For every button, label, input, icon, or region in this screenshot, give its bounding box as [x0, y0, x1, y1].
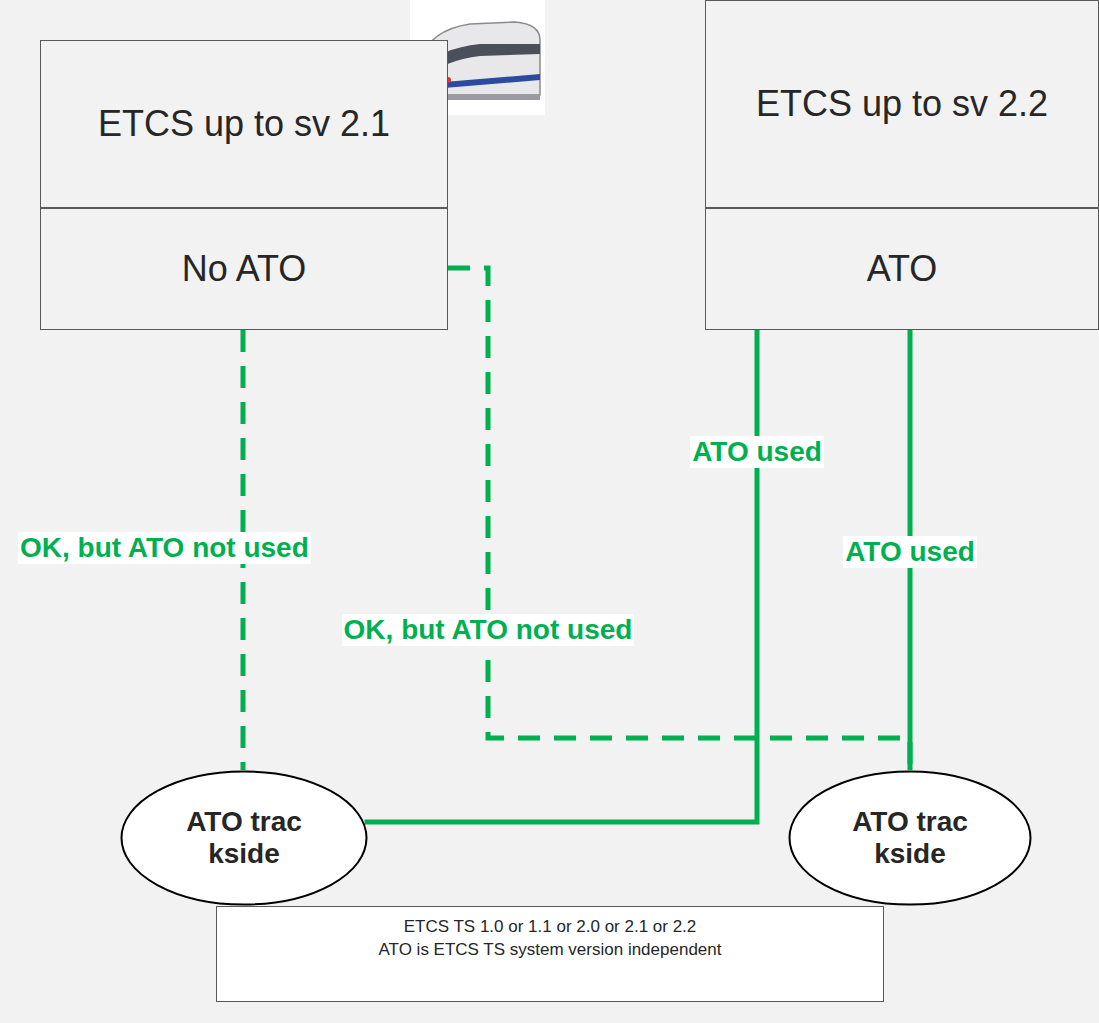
node-text: ATO — [867, 247, 938, 290]
edge-label: OK, but ATO not used — [342, 614, 635, 646]
node-text: ETCS TS 1.0 or 1.1 or 2.0 or 2.1 or 2.2 — [404, 917, 697, 937]
note-box: ETCS TS 1.0 or 1.1 or 2.0 or 2.1 or 2.2A… — [216, 906, 884, 1002]
solid-connector — [365, 330, 758, 822]
node-text: No ATO — [182, 247, 307, 290]
trackside-circle: ATO trackside — [120, 770, 368, 906]
node-text: ETCS up to sv 2.2 — [756, 82, 1048, 125]
node-text: ETCS up to sv 2.1 — [98, 102, 390, 145]
node-text: ATO is ETCS TS system version independen… — [379, 940, 722, 960]
edge-label: ATO used — [843, 536, 977, 568]
edge-label: OK, but ATO not used — [18, 532, 311, 564]
etcs-version-box: ETCS up to sv 2.2 — [705, 0, 1099, 208]
etcs-version-box: ETCS up to sv 2.1 — [40, 40, 448, 208]
edge-label: ATO used — [690, 436, 824, 468]
dashed-connector — [448, 268, 910, 770]
node-text: ATO trackside — [185, 806, 303, 870]
ato-status-box: No ATO — [40, 208, 448, 330]
ato-status-box: ATO — [705, 208, 1099, 330]
node-text: ATO trackside — [851, 806, 969, 870]
trackside-circle: ATO trackside — [788, 770, 1032, 906]
